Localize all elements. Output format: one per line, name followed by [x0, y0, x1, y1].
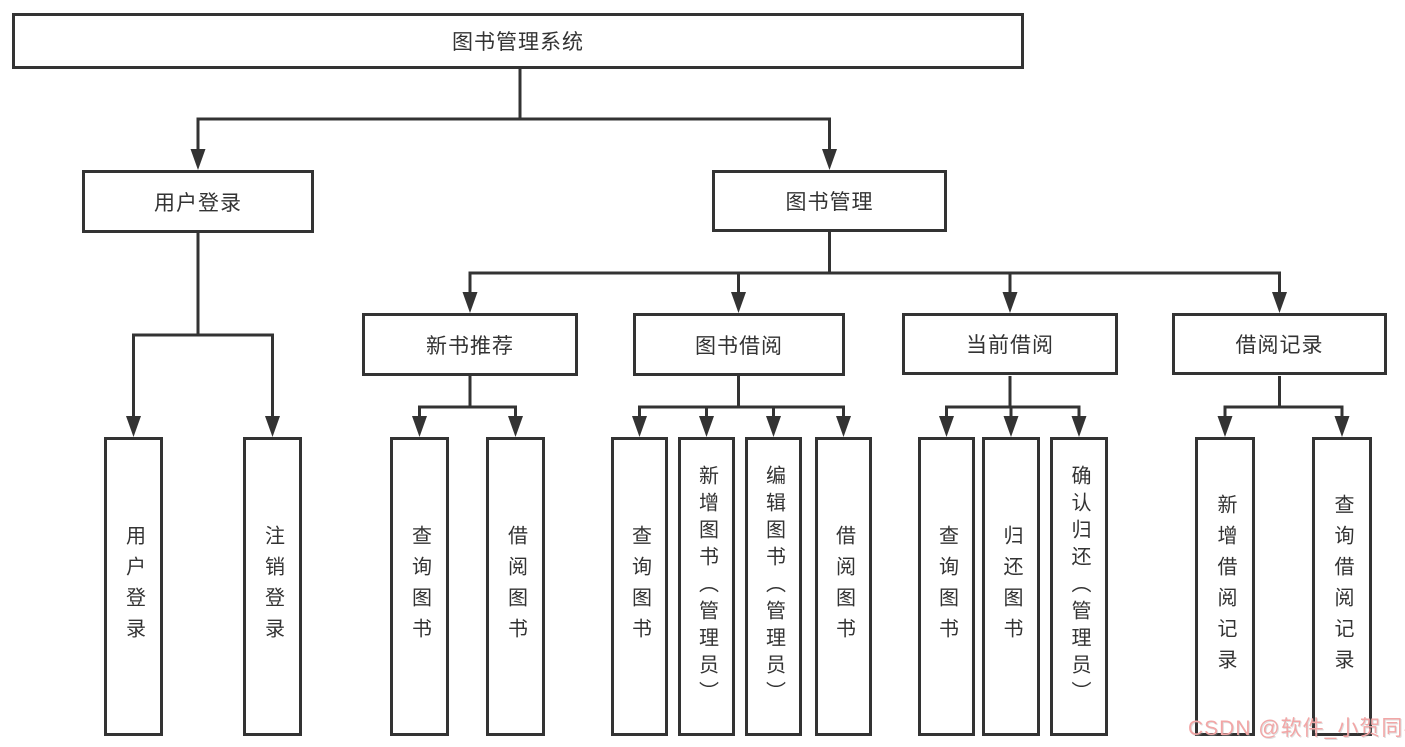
leaf-label: 查询图书	[935, 524, 958, 649]
leaf-return-books: 归还图书	[982, 437, 1040, 736]
leaf-label: 确认归还（管理员）	[1068, 465, 1090, 708]
leaf-add-borrow-record: 新增借阅记录	[1195, 437, 1255, 736]
leaf-label: 借阅图书	[832, 524, 855, 649]
node-user-login: 用户登录	[82, 170, 314, 233]
leaf-borrow-books: 借阅图书	[815, 437, 872, 736]
node-borrowing-records: 借阅记录	[1172, 313, 1387, 375]
leaf-query-books-recommend: 查询图书	[390, 437, 449, 736]
node-label: 用户登录	[154, 191, 242, 215]
node-library-management-system: 图书管理系统	[12, 13, 1024, 69]
leaf-label: 新增借阅记录	[1214, 493, 1236, 680]
node-label: 图书管理	[785, 191, 874, 214]
leaf-logout: 注销登录	[243, 437, 302, 736]
node-book-borrowing: 图书借阅	[633, 313, 845, 376]
leaf-label: 查询图书	[628, 524, 651, 649]
leaf-label: 归还图书	[1000, 524, 1022, 649]
leaf-label: 借阅图书	[504, 524, 527, 649]
node-new-book-recommendation: 新书推荐	[362, 313, 578, 376]
leaf-add-book-admin: 新增图书（管理员）	[678, 437, 735, 736]
leaf-user-login: 用户登录	[104, 437, 163, 736]
node-label: 图书管理系统	[452, 31, 584, 54]
leaf-confirm-return-admin: 确认归还（管理员）	[1050, 437, 1108, 736]
leaf-borrow-books-recommend: 借阅图书	[486, 437, 545, 736]
leaf-label: 注销登录	[261, 524, 284, 649]
leaf-label: 编辑图书（管理员）	[762, 465, 785, 708]
leaf-label: 新增图书（管理员）	[695, 465, 718, 708]
node-current-borrowing: 当前借阅	[902, 313, 1118, 375]
node-book-management: 图书管理	[712, 170, 947, 232]
leaf-query-books-borrow: 查询图书	[611, 437, 668, 736]
node-label: 新书推荐	[426, 334, 514, 358]
leaf-query-borrow-record: 查询借阅记录	[1312, 437, 1372, 736]
node-label: 当前借阅	[966, 334, 1054, 357]
leaf-edit-book-admin: 编辑图书（管理员）	[745, 437, 802, 736]
node-label: 图书借阅	[695, 334, 783, 358]
node-label: 借阅记录	[1235, 334, 1324, 357]
leaf-label: 查询借阅记录	[1331, 493, 1353, 680]
leaf-label: 用户登录	[122, 524, 145, 649]
leaf-query-books-current: 查询图书	[918, 437, 975, 736]
leaf-label: 查询图书	[408, 524, 431, 649]
